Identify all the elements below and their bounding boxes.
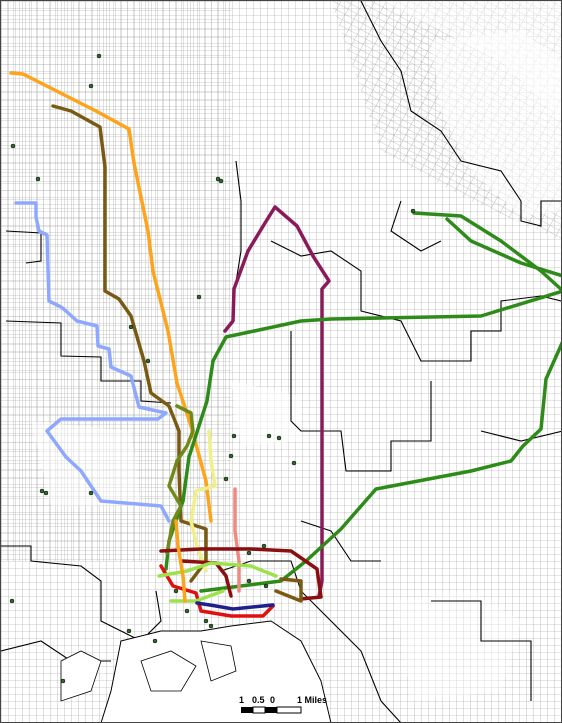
scale-label-1: 1 (239, 695, 245, 705)
route-red[interactable] (159, 564, 275, 618)
scale-label-miles: 1 Miles (297, 695, 328, 705)
route-lime[interactable] (157, 561, 278, 603)
scale-label-zero: 0 (270, 695, 276, 705)
route-green-2[interactable] (445, 217, 562, 278)
route-navy[interactable] (195, 601, 275, 611)
route-brown[interactable] (51, 104, 208, 583)
route-brown-east[interactable] (274, 577, 303, 603)
scale-bar (241, 706, 302, 714)
route-light-blue[interactable] (14, 201, 171, 523)
route-orange-downtown[interactable] (174, 519, 187, 603)
harbor-water (60, 620, 332, 722)
scale-label-half: 0.5 (252, 695, 265, 705)
route-pale-yellow[interactable] (189, 429, 217, 573)
transit-routes (9, 71, 562, 618)
route-salmon[interactable] (233, 487, 241, 593)
route-purple[interactable] (223, 205, 331, 598)
route-orange[interactable] (9, 71, 213, 523)
stop-markers (9, 53, 416, 684)
route-olive[interactable] (165, 404, 195, 555)
route-dark-red[interactable] (159, 547, 323, 601)
